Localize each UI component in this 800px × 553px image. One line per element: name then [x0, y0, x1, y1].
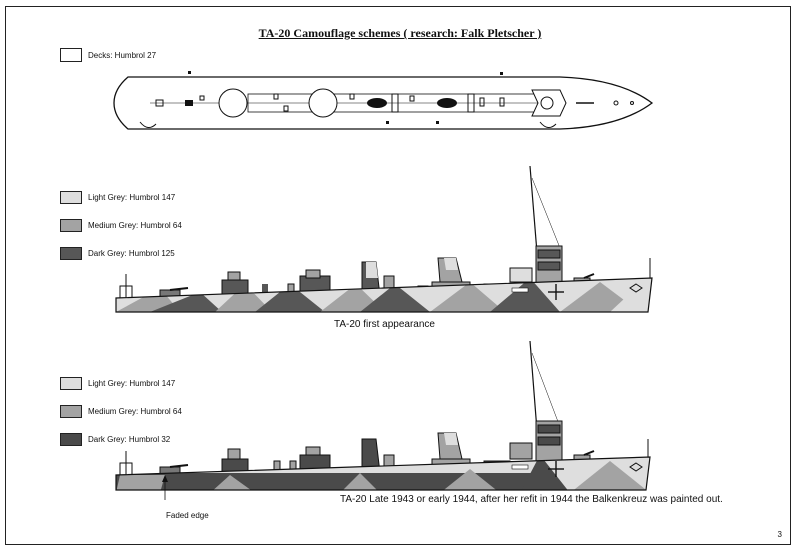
- legend-label-light-grey: Light Grey: Humbrol 147: [88, 193, 176, 202]
- legend-decks: Decks: Humbrol 27: [60, 48, 156, 62]
- legend-swatch-light-grey: [60, 191, 82, 204]
- legend-swatch-dark-grey-2: [60, 433, 82, 446]
- legend-swatch-medium-grey-2: [60, 405, 82, 418]
- page-title: TA-20 Camouflage schemes ( research: Fal…: [258, 26, 542, 40]
- legend-scheme1-light: Light Grey: Humbrol 147: [60, 191, 175, 204]
- legend-label-medium-grey-2: Medium Grey: Humbrol 64: [88, 407, 182, 416]
- legend-swatch-light-grey-2: [60, 377, 82, 390]
- caption-first-appearance: TA-20 first appearance: [334, 319, 435, 330]
- legend-scheme2-medium: Medium Grey: Humbrol 64: [60, 405, 182, 418]
- legend-scheme1-dark: Dark Grey: Humbrol 125: [60, 247, 175, 260]
- page-number: 3: [777, 530, 782, 539]
- ship-plan-view: [113, 71, 654, 130]
- ship-profile-late-1943: [115, 340, 651, 500]
- ship-profile-first-appearance: [115, 165, 653, 313]
- legend-swatch-medium-grey: [60, 219, 82, 232]
- legend-label-dark-grey-2: Dark Grey: Humbrol 32: [88, 435, 171, 444]
- legend-label-medium-grey: Medium Grey: Humbrol 64: [88, 221, 182, 230]
- caption-late-1943: TA-20 Late 1943 or early 1944, after her…: [340, 494, 723, 505]
- legend-label-dark-grey: Dark Grey: Humbrol 125: [88, 249, 175, 258]
- legend-swatch-dark-grey: [60, 247, 82, 260]
- legend-swatch-decks: [60, 48, 82, 62]
- legend-scheme2-dark: Dark Grey: Humbrol 32: [60, 433, 170, 446]
- legend-scheme1-medium: Medium Grey: Humbrol 64: [60, 219, 182, 232]
- legend-label-light-grey-2: Light Grey: Humbrol 147: [88, 379, 176, 388]
- page-frame: [5, 6, 791, 545]
- faded-edge-note: Faded edge: [166, 511, 209, 520]
- legend-scheme2-light: Light Grey: Humbrol 147: [60, 377, 175, 390]
- legend-label-decks: Decks: Humbrol 27: [88, 50, 157, 60]
